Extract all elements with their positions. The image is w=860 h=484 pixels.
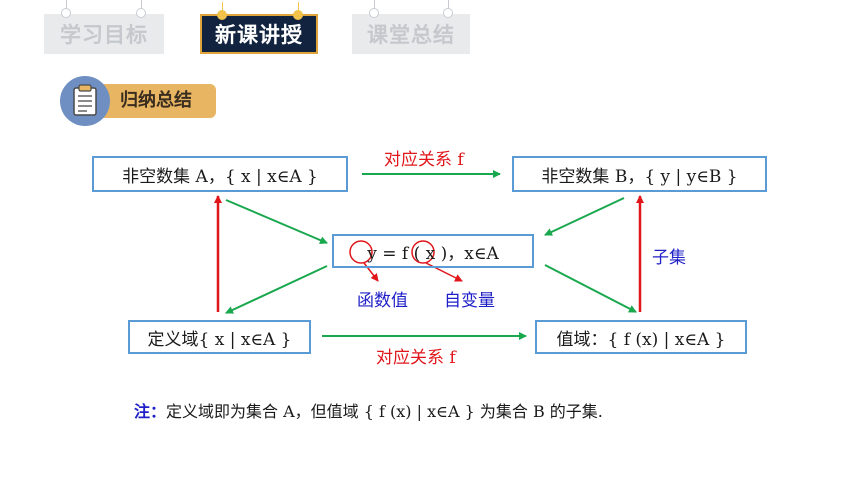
badge-bar [90, 84, 216, 118]
note: 注：定义域即为集合 A，但值域 { f (x) | x∈A } 为集合 B 的子… [134, 398, 603, 422]
clipboard-icon [60, 76, 110, 126]
box-domain: 定义域{ x | x∈A } [128, 320, 311, 354]
label-independent-variable: 自变量 [444, 291, 495, 311]
label-correspondence-bottom: 对应关系 f [376, 348, 456, 368]
tab-learning-goals[interactable]: 学习目标 [44, 0, 164, 54]
label-subset: 子集 [652, 248, 686, 268]
arrow-function-to-domain [225, 265, 328, 314]
badge-label: 归纳总结 [120, 90, 192, 111]
tab-new-lesson[interactable]: 新课讲授 [200, 2, 318, 54]
note-lead: 注： [134, 402, 167, 421]
set-a-text: 非空数集 A，{ x | x∈A } [122, 166, 318, 187]
arrow-b-to-function [544, 197, 625, 236]
function-text: y = f ( x )，x∈A [367, 243, 499, 264]
arrow-a-to-function [225, 199, 328, 244]
tab-label: 学习目标 [60, 23, 148, 47]
box-function: y = f ( x )，x∈A [332, 234, 534, 268]
label-correspondence-top: 对应关系 f [384, 150, 464, 170]
arrow-function-to-range [544, 264, 637, 313]
box-set-a: 非空数集 A，{ x | x∈A } [92, 156, 348, 192]
tab-label: 课堂总结 [367, 23, 455, 47]
box-set-b: 非空数集 B，{ y | y∈B } [512, 156, 767, 192]
circle-x [411, 240, 435, 264]
set-b-text: 非空数集 B，{ y | y∈B } [541, 166, 738, 187]
label-function-value: 函数值 [357, 291, 408, 311]
tab-label: 新课讲授 [215, 23, 303, 47]
range-text: 值域：{ f (x) | x∈A } [556, 329, 726, 350]
note-text: 定义域即为集合 A，但值域 { f (x) | x∈A } 为集合 B 的子集. [166, 402, 603, 421]
box-range: 值域：{ f (x) | x∈A } [535, 320, 747, 354]
domain-text: 定义域{ x | x∈A } [147, 329, 292, 350]
tab-class-summary[interactable]: 课堂总结 [352, 0, 470, 54]
section-badge: 归纳总结 [60, 76, 216, 126]
circle-y [349, 240, 373, 264]
